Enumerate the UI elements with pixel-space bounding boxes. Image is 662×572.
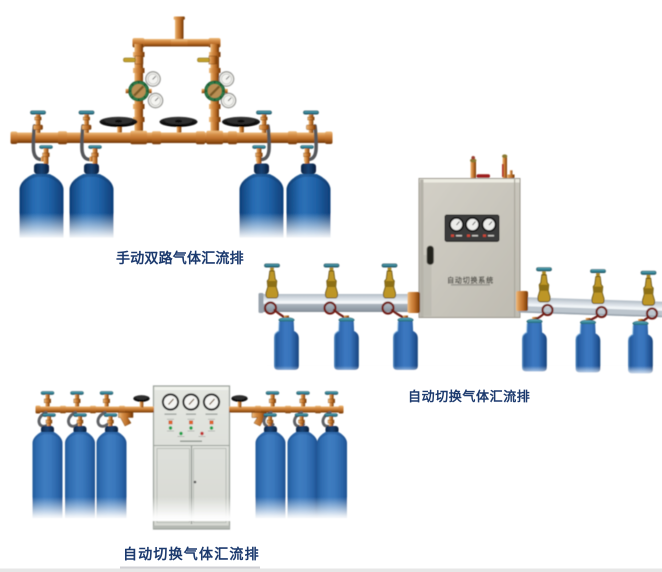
- svg-text:自动切换系统: 自动切换系统: [447, 276, 494, 285]
